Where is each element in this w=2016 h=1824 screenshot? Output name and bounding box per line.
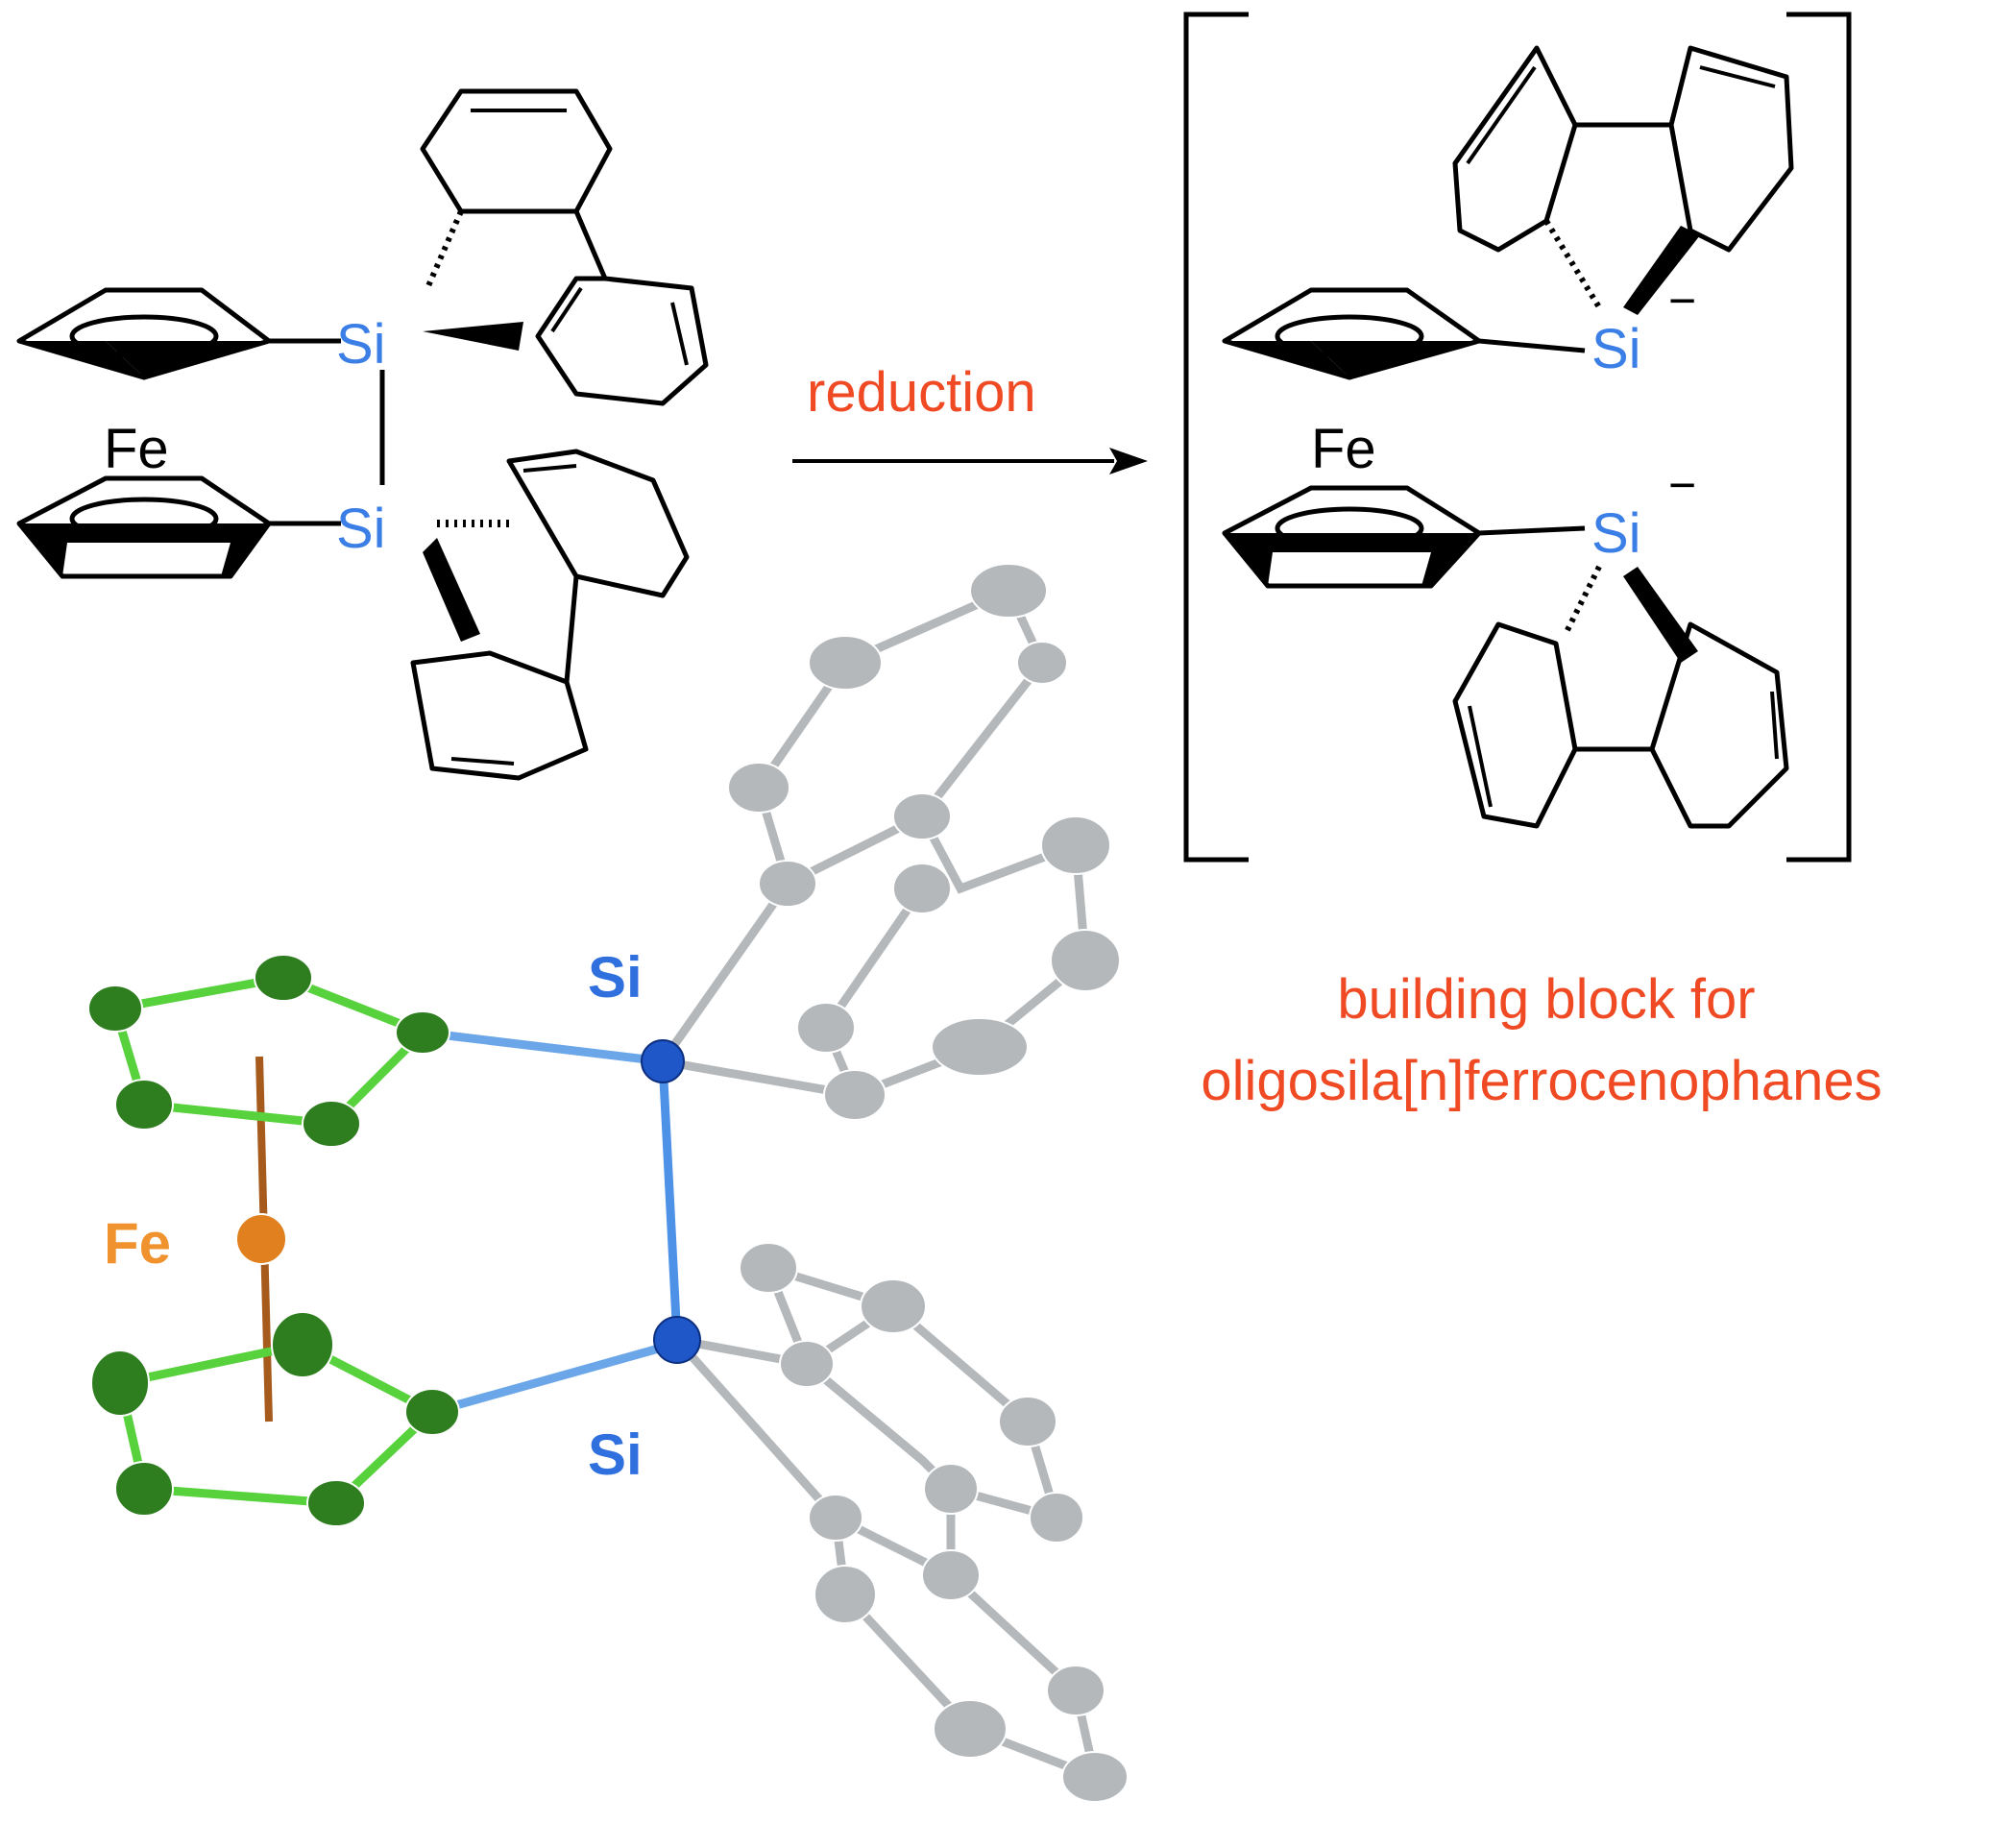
product-si-bottom-charge: − (1668, 458, 1696, 512)
product-brackets (1183, 12, 1852, 863)
crystal-fe-label: Fe (104, 1211, 171, 1276)
crystal-phenyl-lower-atoms (739, 1242, 1129, 1803)
product-si-top-label: Si (1591, 318, 1641, 380)
crystal-si-bottom-label: Si (588, 1423, 643, 1487)
product-biphenyl-upper (1452, 45, 1794, 315)
crystal-fe-atom (235, 1213, 287, 1265)
crystal-cp-upper-bonds (110, 973, 668, 1129)
crystal-si-top-label: Si (588, 945, 643, 1009)
crystal-si-atom-bottom (653, 1316, 701, 1364)
crystal-structure (87, 563, 1129, 1803)
reactant-biphenyl-lower (410, 449, 690, 781)
product-structure (1222, 45, 1794, 829)
reactant-fe-label: Fe (104, 418, 169, 480)
product-cp-ring-lower (1222, 485, 1586, 589)
arrow-label-reduction: reduction (807, 361, 1036, 424)
reaction-arrow (792, 448, 1148, 474)
crystal-phenyl-upper-atoms (727, 563, 1121, 1121)
reactant-cp-ring-lower (16, 475, 341, 579)
caption-line-2: oligosila[n]ferrocenophanes (1201, 1050, 1882, 1112)
crystal-cp-upper-atoms (87, 954, 450, 1148)
product-fe-label: Fe (1311, 418, 1376, 480)
crystal-si-atom-top (641, 1039, 685, 1083)
product-si-top-charge: − (1668, 274, 1696, 328)
caption-line-1: building block for (1337, 968, 1755, 1031)
reactant-si-top-label: Si (336, 313, 386, 376)
reactant-biphenyl-upper (420, 88, 709, 406)
reactant-cp-ring-upper (16, 287, 341, 380)
reactant-structure (16, 88, 709, 781)
product-cp-ring-upper (1222, 287, 1586, 380)
reactant-si-bottom-label: Si (336, 498, 386, 560)
crystal-cp-lower-atoms (90, 1311, 460, 1527)
product-si-bottom-label: Si (1591, 502, 1641, 565)
product-biphenyl-lower (1452, 565, 1789, 829)
